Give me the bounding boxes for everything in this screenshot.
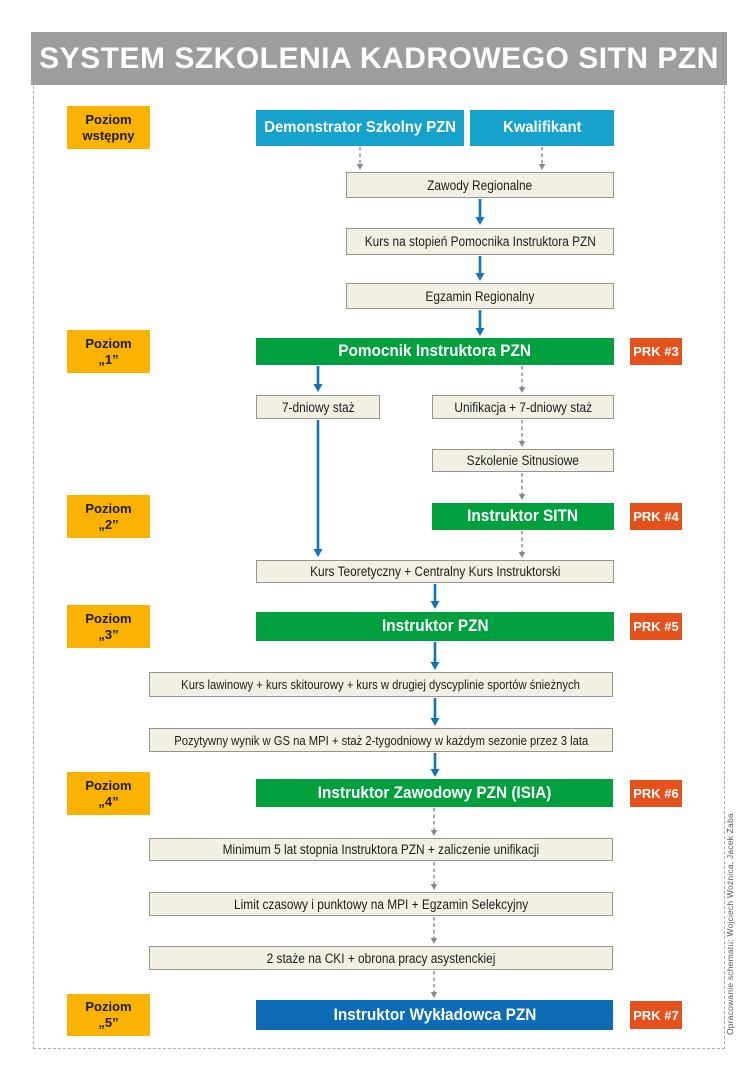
node-instruktor-wykladowca: Instruktor Wykładowca PZN (256, 1000, 613, 1030)
level-badge-2: Poziom „2” (67, 495, 150, 538)
step-egzamin-regionalny: Egzamin Regionalny (346, 283, 614, 309)
prk-badge-7: PRK #7 (630, 1001, 682, 1029)
step-minimum-5-lat: Minimum 5 lat stopnia Instruktora PZN + … (149, 838, 613, 861)
prk-badge-5: PRK #5 (630, 613, 682, 640)
step-2-staze-cki: 2 staże na CKI + obrona pracy asystencki… (149, 946, 613, 970)
node-pomocnik-instruktora: Pomocnik Instruktora PZN (256, 338, 614, 365)
node-instruktor-pzn: Instruktor PZN (256, 612, 614, 641)
node-instruktor-zawodowy: Instruktor Zawodowy PZN (ISIA) (256, 779, 613, 807)
node-kwalifikant: Kwalifikant (470, 110, 614, 146)
step-unifikacja: Unifikacja + 7-dniowy staż (432, 395, 614, 419)
step-7-dniowy-staz: 7-dniowy staż (256, 395, 380, 419)
credit-text: Opracowanie schematu: Wojciech Woźnica, … (725, 813, 735, 1035)
level-badge-1: Poziom „1” (67, 330, 150, 373)
prk-badge-6: PRK #6 (630, 780, 682, 807)
level-badge-intro: Poziom wstępny (67, 106, 150, 149)
level-badge-3: Poziom „3” (67, 605, 150, 648)
step-kurs-lawinowy: Kurs lawinowy + kurs skitourowy + kurs w… (149, 672, 613, 697)
prk-badge-3: PRK #3 (630, 338, 682, 365)
step-kurs-teoretyczny: Kurs Teoretyczny + Centralny Kurs Instru… (256, 560, 614, 583)
step-zawody-regionalne: Zawody Regionalne (346, 172, 614, 198)
step-szkolenie-sitnusiowe: Szkolenie Sitnusiowe (432, 449, 614, 472)
level-badge-4: Poziom „4” (67, 772, 150, 815)
prk-badge-4: PRK #4 (630, 503, 682, 530)
level-badge-5: Poziom „5” (67, 994, 150, 1036)
step-kurs-pomocnika: Kurs na stopień Pomocnika Instruktora PZ… (346, 228, 614, 255)
title-bar: SYSTEM SZKOLENIA KADROWEGO SITN PZN (31, 32, 727, 85)
dashed-trim-border (33, 56, 725, 1049)
node-instruktor-sitn: Instruktor SITN (432, 503, 614, 530)
node-demonstrator-szkolny: Demonstrator Szkolny PZN (256, 110, 464, 146)
step-pozytywny-wynik: Pozytywny wynik w GS na MPI + staż 2-tyg… (149, 728, 613, 752)
page-title: SYSTEM SZKOLENIA KADROWEGO SITN PZN (39, 41, 719, 75)
step-limit-czasowy: Limit czasowy i punktowy na MPI + Egzami… (149, 892, 613, 916)
